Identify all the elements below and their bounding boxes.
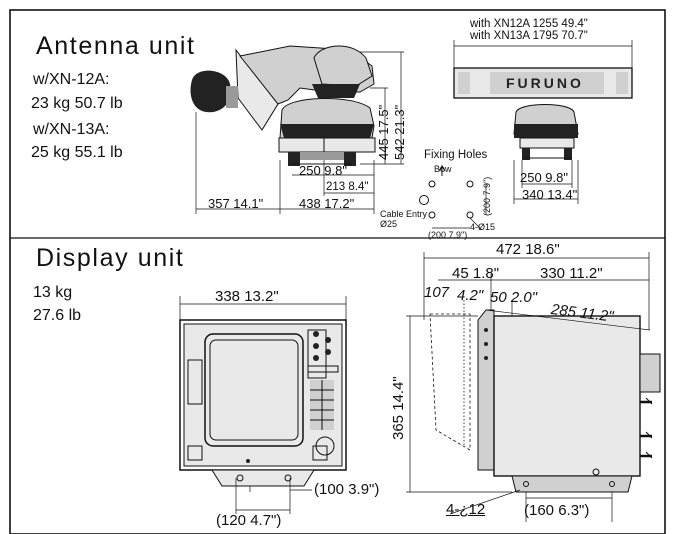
dim-height-445: 445 17.5" xyxy=(376,104,391,160)
display-weight-lb: 27.6 lb xyxy=(33,307,82,324)
dim-mount-holes: 4-¿12 xyxy=(446,501,486,518)
display-front-view xyxy=(179,296,347,514)
display-side-view xyxy=(406,252,661,522)
fixing-holes-count: 4-Ø15 xyxy=(470,222,496,232)
antenna-rear-view xyxy=(453,40,633,204)
fixing-holes-bottom-200: (200 7.9") xyxy=(428,230,468,240)
dim-340-rear: 340 13.4" xyxy=(522,187,578,202)
fixing-holes-diagram xyxy=(419,165,487,231)
furuno-brand-label: FURUNO xyxy=(506,75,584,91)
drawing-border xyxy=(9,9,666,534)
dim-472: 472 18.6" xyxy=(496,241,560,258)
dim-height-542: 542 21.3" xyxy=(392,104,407,160)
dim-with-xn13a: with XN13A 1795 70.7" xyxy=(470,30,588,42)
fixing-holes-bow: Bow xyxy=(434,164,452,174)
display-weight-kg: 13 kg xyxy=(33,284,73,301)
display-unit-heading: Display unit xyxy=(36,244,185,272)
dim-250-rear: 250 9.8" xyxy=(520,170,568,185)
dim-front-width: 338 13.2" xyxy=(215,288,279,305)
dim-250-side: 250 9.8" xyxy=(299,163,347,178)
fixing-holes-side-200: (200 7.9") xyxy=(482,176,492,216)
dim-330: 330 11.2" xyxy=(540,265,603,282)
dim-50: 50 2.0" xyxy=(490,289,538,306)
antenna-unit-heading: Antenna unit xyxy=(36,32,196,60)
dim-357: 357 14.1" xyxy=(208,196,264,211)
dim-213: 213 8.4" xyxy=(326,181,369,193)
dim-45: 45 1.8" xyxy=(452,265,500,282)
dim-120: (120 4.7") xyxy=(216,512,282,529)
dim-100: (100 3.9") xyxy=(314,481,380,498)
antenna-weight-mass-2: 25 kg 55.1 lb xyxy=(31,144,123,161)
dim-with-xn12a: with XN12A 1255 49.4" xyxy=(470,18,588,30)
antenna-weight-model-2: w/XN-13A: xyxy=(33,121,110,138)
dim-438: 438 17.2" xyxy=(299,196,355,211)
antenna-weight-model-1: w/XN-12A: xyxy=(33,71,110,88)
dim-107: 107 xyxy=(424,284,450,301)
cable-entry-label: Cable Entry xyxy=(380,209,428,219)
antenna-side-view xyxy=(190,45,376,166)
cable-entry-diameter: Ø25 xyxy=(380,219,398,229)
dim-160: (160 6.3") xyxy=(524,502,590,519)
dim-4-2: 4.2" xyxy=(457,287,484,304)
fixing-holes-title: Fixing Holes xyxy=(424,149,488,161)
antenna-weight-mass-1: 23 kg 50.7 lb xyxy=(31,95,123,112)
antenna-side-dimension-lines xyxy=(195,51,404,214)
dim-height-365: 365 14.4" xyxy=(390,376,407,440)
